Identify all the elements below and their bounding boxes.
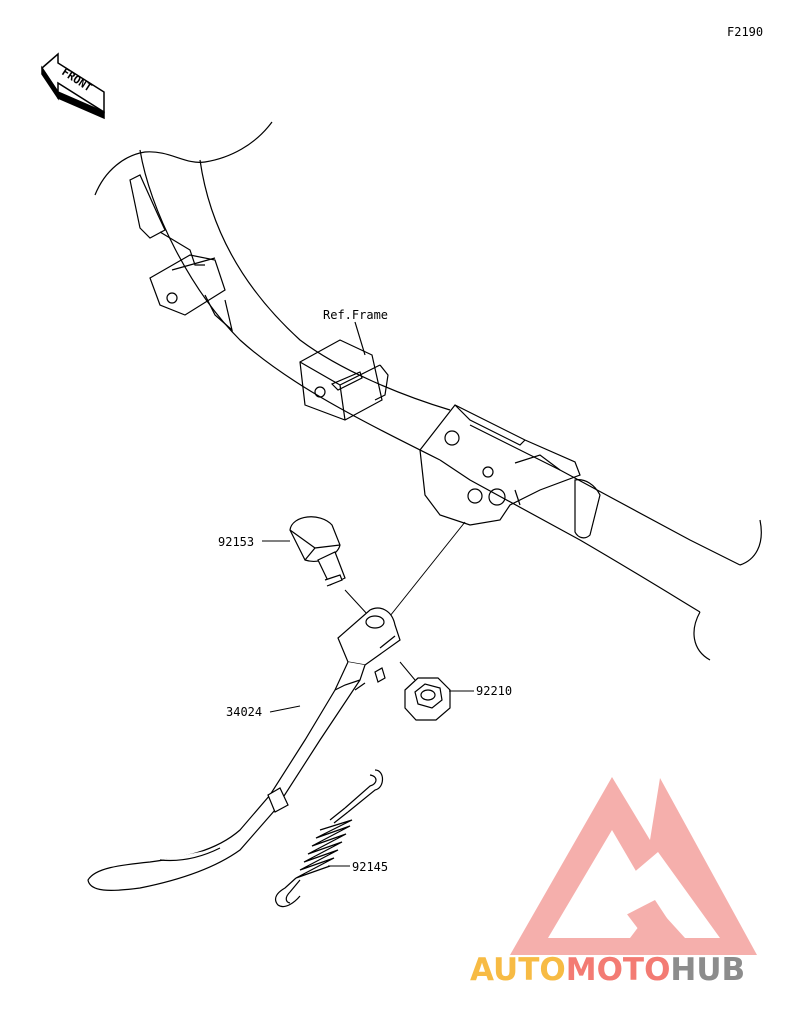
watermark-logo-icon <box>510 777 757 955</box>
axis-line-92153 <box>344 589 369 616</box>
watermark-hub: HUB <box>670 952 746 988</box>
part-label-92145[interactable]: 92145 <box>352 860 389 874</box>
part-label-34024[interactable]: 34024 <box>226 705 263 719</box>
watermark-text: AUTOMOTOHUB <box>470 952 745 988</box>
part-label-92210[interactable]: 92210 <box>476 684 513 698</box>
leader-line-mount <box>381 521 466 627</box>
leader-line-34024 <box>269 705 301 713</box>
frame-outline <box>94 121 762 661</box>
bolt-92153-icon <box>289 516 346 587</box>
spring-92145-icon <box>274 769 384 908</box>
watermark-moto: MOTO <box>565 952 671 988</box>
ref-frame-label: Ref.Frame <box>323 308 389 322</box>
nut-92210-icon <box>404 677 451 721</box>
side-stand-34024-icon <box>87 607 401 891</box>
front-arrow-icon <box>41 52 105 120</box>
watermark-auto: AUTO <box>470 952 566 988</box>
part-label-92153[interactable]: 92153 <box>218 535 255 549</box>
diagram-code: F2190 <box>727 25 764 39</box>
axis-line-92210 <box>399 661 416 681</box>
